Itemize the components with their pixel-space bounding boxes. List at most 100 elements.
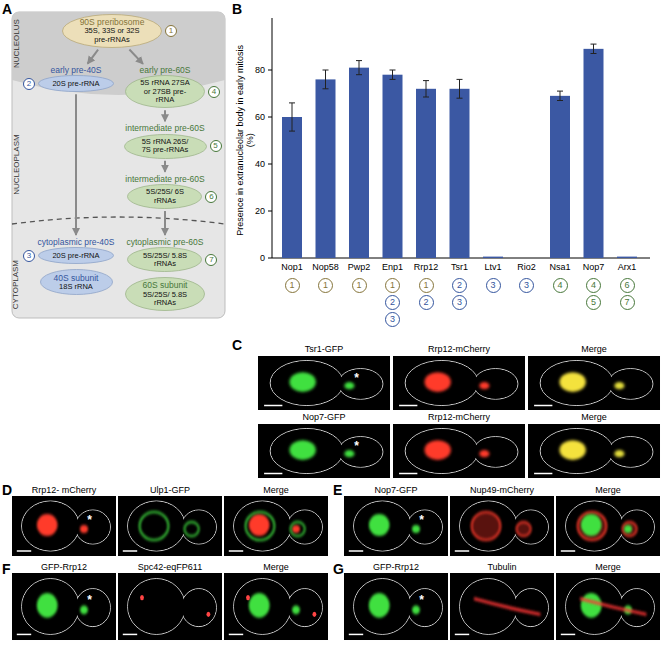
stage-number: 1	[423, 281, 428, 290]
panel-letter: G	[333, 561, 344, 577]
stage-number: 3	[390, 315, 395, 324]
bar-category-label: Rrp12	[414, 262, 439, 272]
panel-letter: F	[2, 561, 11, 577]
ellipse-area: 20S pre-rRNA	[38, 247, 114, 264]
bar-category-label: Nop58	[312, 262, 339, 272]
bar-category-label: Rio2	[517, 262, 536, 272]
stage-circle: 2	[23, 78, 35, 90]
maturation-arrow	[88, 50, 98, 64]
particle-name: cytoplasmic pre-40S	[37, 238, 114, 247]
channel-label: Merge	[595, 562, 621, 572]
stage-number: 3	[457, 298, 462, 307]
channel-label: Nop7-GFP	[302, 412, 345, 422]
axis-title: Presence in extranucleolar body in early…	[235, 40, 256, 240]
stage-circle: 1	[385, 278, 400, 293]
channel-label: Rrp12- mCherry	[32, 485, 97, 495]
particle-name: intermediate pre-60S	[125, 175, 204, 184]
channel-label: Rrp12-mCherry	[428, 344, 490, 354]
particle-name: 90S preribosome	[80, 18, 145, 27]
ellipse-area: 60S subunit5S/25S/ 5.8S rRNAs	[125, 277, 205, 311]
rrna-species: 5S rRNA 26S/ 7S pre-rRNAs	[139, 138, 191, 155]
stage-number: 2	[457, 281, 462, 290]
ellipse-area: 90S preribosome35S, 33S or 32S pre-rRNAs	[62, 14, 162, 48]
bar-category-label: Enp1	[382, 262, 403, 272]
stage-circle: 3	[519, 278, 534, 293]
asterisk-marker: *	[87, 594, 92, 606]
stage-number: 2	[27, 80, 31, 88]
maturation-arrow	[164, 110, 166, 121]
particle-name: cytoplasmic pre-60S	[126, 238, 203, 247]
stage-number: 4	[557, 281, 562, 290]
channel-label: Merge	[263, 562, 289, 572]
particle-ellipse: 40S subunit18S rRNA	[40, 269, 113, 295]
bar-category-label: Nsa1	[549, 262, 570, 272]
stage-circle: 5	[586, 295, 601, 310]
stage-circle: 1	[318, 278, 333, 293]
stage-circle: 3	[385, 312, 400, 327]
particle-name: intermediate pre-60S	[125, 124, 204, 133]
rrna-species: 18S rRNA	[59, 283, 93, 291]
particle-name: 40S subunit	[54, 274, 99, 283]
stage-number: 3	[490, 281, 495, 290]
stage-circle: 1	[285, 278, 300, 293]
rrna-species: 20S pre-rRNA	[52, 80, 99, 88]
tick-label: 20	[255, 206, 265, 216]
asterisk-marker: *	[354, 372, 359, 384]
stage-number: 7	[209, 256, 213, 264]
panel-letter: E	[333, 482, 342, 498]
stage-number: 3	[524, 281, 529, 290]
stage-number: 4	[212, 88, 216, 96]
ellipse-area: 5S rRNA 26S/ 7S pre-rRNAs	[124, 134, 207, 159]
stage-number: 5	[213, 142, 217, 150]
stage-number: 6	[209, 193, 213, 201]
bar-category-label: Nop7	[583, 262, 605, 272]
bar-category-label: Nop1	[281, 262, 303, 272]
panel-letter: D	[2, 482, 12, 498]
particle-ellipse: intermediate pre-60S 5S/25S/ 6S rRNAs	[125, 175, 204, 209]
bar-category-label: Arx1	[618, 262, 637, 272]
stage-number: 1	[323, 281, 328, 290]
ellipse-area: 20S pre-rRNA	[38, 75, 114, 92]
stage-circle: 1	[419, 278, 434, 293]
maturation-arrow	[75, 94, 77, 235]
stage-circle: 6	[620, 278, 635, 293]
panel-letter: B	[232, 1, 242, 17]
stage-number: 2	[390, 298, 395, 307]
rrna-species: 5S/25S/ 6S rRNAs	[142, 188, 188, 205]
stage-number: 1	[169, 27, 173, 35]
panel-a-background	[12, 12, 225, 318]
channel-label: Merge	[581, 344, 607, 354]
compartment-label: NUCLEOPLASM	[11, 135, 20, 195]
stage-circle: 4	[553, 278, 568, 293]
tick-label: 60	[255, 112, 265, 122]
stage-circle: 6	[205, 191, 217, 203]
particle-ellipse: 60S subunit5S/25S/ 5.8S rRNAs	[125, 277, 205, 311]
tick-label: 40	[255, 159, 265, 169]
asterisk-marker: *	[419, 514, 424, 526]
channel-label: Merge	[263, 485, 289, 495]
stage-circle: 3	[486, 278, 501, 293]
channel-label: Tubulin	[487, 562, 516, 572]
stage-circle: 1	[165, 25, 177, 37]
stage-number: 2	[423, 298, 428, 307]
stage-number: 4	[591, 281, 596, 290]
channel-label: Tsr1-GFP	[305, 344, 344, 354]
bar-category-label: Ltv1	[484, 262, 501, 272]
channel-label: Rrp12-mCherry	[428, 412, 490, 422]
channel-label: Merge	[581, 412, 607, 422]
tick-label: 80	[255, 65, 265, 75]
ellipse-area: 5S/25S/ 5.8S rRNAs	[127, 247, 202, 272]
ellipse-area: 5S rRNA 27SA or 27SB pre-rRNA	[125, 75, 205, 108]
stage-circle: 1	[352, 278, 367, 293]
rrna-species: 5S/25S/ 5.8S rRNAs	[142, 252, 188, 269]
stage-circle: 4	[586, 278, 601, 293]
channel-label: Spc42-eqFP611	[138, 562, 202, 572]
bar-category-label: Pwp2	[348, 262, 371, 272]
stage-number: 1	[390, 281, 395, 290]
stage-circle: 7	[205, 254, 217, 266]
stage-number: 6	[624, 281, 629, 290]
particle-name: early pre-60S	[139, 66, 190, 75]
panel-letter: C	[232, 337, 242, 353]
stage-circle: 2	[385, 295, 400, 310]
